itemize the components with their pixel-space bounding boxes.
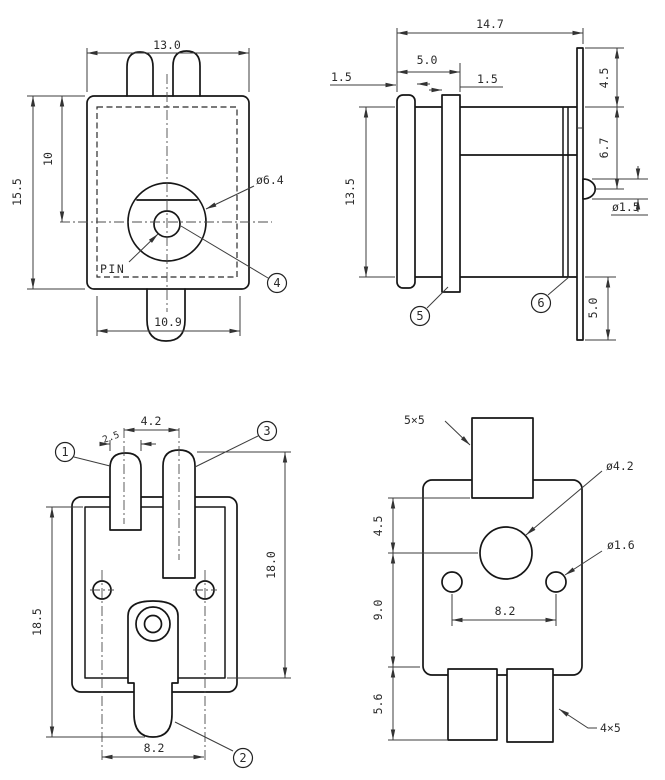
bottom-body-outline (422, 479, 583, 676)
bottom-dim-seg-bottom: 5.6 (371, 694, 385, 715)
side-pin-bump (582, 178, 597, 200)
back-pin-1 (109, 452, 142, 531)
back-dim-height-inner: 18.0 (264, 551, 278, 579)
front-body-outline (86, 95, 250, 290)
back-balloon2-leader (174, 721, 234, 752)
balloon-3-circle (256, 420, 278, 442)
bottom-hole-left (441, 571, 463, 593)
front-pin-leader (128, 233, 159, 263)
balloon-4-circle (266, 272, 288, 294)
front-dim-center-height: 10 (41, 152, 55, 166)
front-view: 13.0 15.5 10 ø6.4 PIN 10.9 4 (10, 38, 288, 342)
front-dia-barrel: ø6.4 (256, 173, 284, 187)
bottom-center-dia-leader (525, 470, 603, 536)
balloon-5: 5 (409, 305, 431, 327)
balloon-6-circle (530, 292, 552, 314)
bottom-label-top-tab: 5×5 (404, 413, 425, 427)
side-dim-body-height: 13.5 (343, 178, 357, 206)
back-center-ring-inner (143, 614, 163, 634)
bottom-side-dia-leader (564, 550, 603, 576)
side-balloon6-leader (547, 276, 570, 296)
bottom-view: 5×5 ø4.2 ø1.6 4.5 9.0 5.6 8.2 4×5 (371, 413, 635, 743)
balloon-4: 4 (266, 272, 288, 294)
back-balloon3-leader (194, 435, 259, 468)
back-dim-pin-pitch: 4.2 (141, 414, 162, 428)
balloon-2-number: 2 (239, 751, 246, 765)
back-centerlines (90, 428, 217, 762)
side-dim-plate-below: 5.0 (586, 298, 600, 319)
side-dim-front-section: 5.0 (417, 53, 438, 67)
front-dim-bottom-width: 10.9 (154, 315, 182, 329)
side-dim-overall: 14.7 (476, 17, 504, 31)
front-extension-lines (27, 48, 250, 336)
balloon-1: 1 (54, 441, 76, 463)
back-view: 4.2 2.5 18.0 18.5 8.2 1 3 2 (30, 414, 291, 769)
front-barrel-dia-leader (205, 185, 255, 210)
side-view: 14.7 1.5 5.0 1.5 13.5 4.5 6.7 ø1.5 5.0 5… (330, 17, 648, 341)
balloon-1-circle (54, 441, 76, 463)
front-bottom-lug (146, 288, 186, 342)
bottom-top-tab-leader (444, 420, 471, 446)
balloon-2: 2 (232, 747, 254, 769)
balloon-3-number: 3 (263, 424, 270, 438)
bottom-dia-side-hole: ø1.6 (607, 538, 635, 552)
bottom-top-tab (471, 417, 534, 499)
balloon-2-circle (232, 747, 254, 769)
balloon-5-number: 5 (416, 309, 423, 323)
side-body-lines (459, 106, 578, 278)
side-extension-lines (359, 28, 648, 341)
balloon-6-number: 6 (537, 296, 544, 310)
front-balloon4-leader (180, 225, 269, 279)
front-dim-height: 15.5 (10, 178, 24, 206)
side-shaft-lines (414, 106, 443, 278)
balloon-6: 6 (530, 292, 552, 314)
bottom-center-hole (479, 526, 533, 580)
side-dim-flange-thickness: 1.5 (331, 70, 352, 84)
side-washer (441, 94, 461, 293)
bottom-tab-right (506, 668, 554, 743)
balloon-3: 3 (256, 420, 278, 442)
side-dim-washer-thickness: 1.5 (477, 72, 498, 86)
side-flange (396, 94, 416, 289)
front-dim-width: 13.0 (153, 38, 181, 52)
back-dim-pin-width: 2.5 (101, 430, 121, 446)
bottom-dim-seg-top: 4.5 (371, 516, 385, 537)
bottom-extension-lines (388, 497, 557, 741)
bottom-hole-right (545, 571, 567, 593)
bottom-dim-seg-mid: 9.0 (371, 600, 385, 621)
balloon-4-number: 4 (273, 276, 280, 290)
side-body-back-face (562, 107, 569, 277)
bottom-dim-hole-pitch: 8.2 (495, 604, 516, 618)
back-balloon1-leader (73, 456, 111, 467)
front-top-pin-right (172, 50, 201, 97)
back-dim-height-outer: 18.5 (30, 608, 44, 636)
balloon-1-number: 1 (61, 445, 68, 459)
bottom-tab-left (447, 668, 498, 741)
bottom-tab-leader (558, 708, 597, 729)
side-dim-pin-offset: 6.7 (597, 138, 611, 159)
back-center-ring-outer (135, 606, 171, 642)
bottom-dia-center-hole: ø4.2 (606, 459, 634, 473)
front-pin-label: PIN (100, 262, 125, 276)
side-dim-plate-above: 4.5 (597, 68, 611, 89)
side-dia-pin: ø1.5 (612, 200, 640, 214)
front-top-pin-left (126, 51, 154, 97)
bottom-label-bottom-tab: 4×5 (600, 721, 621, 735)
side-mount-plate (576, 47, 584, 341)
back-dim-hole-pitch: 8.2 (144, 741, 165, 755)
balloon-5-circle (409, 305, 431, 327)
side-balloon5-leader (426, 286, 449, 309)
